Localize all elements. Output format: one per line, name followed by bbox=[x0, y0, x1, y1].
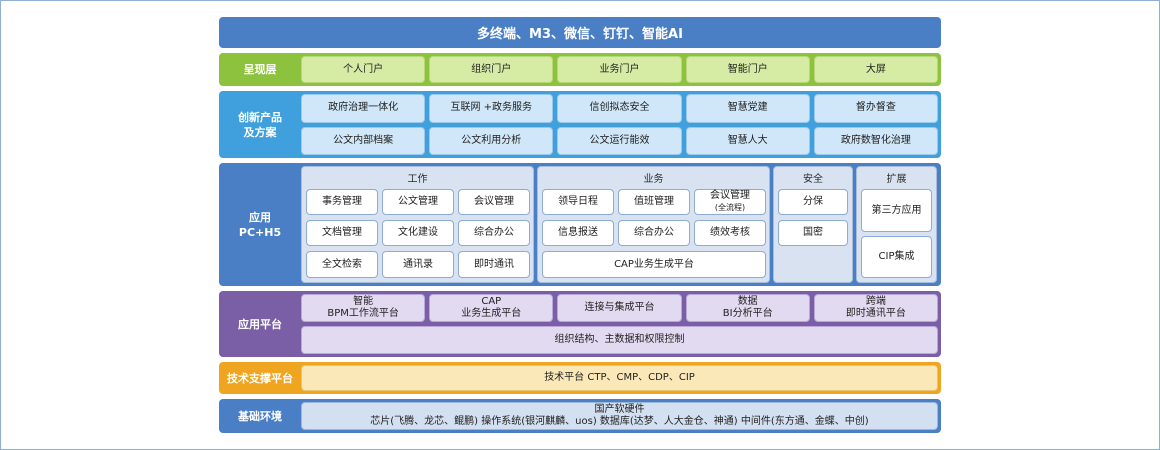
work-item: 即时通讯 bbox=[458, 251, 530, 278]
application-layer: 应用 PC+H5 工作 事务管理 公文管理 会议管理 文档管理 文化建设 综合办… bbox=[219, 163, 941, 286]
portal-organization: 组织门户 bbox=[429, 56, 554, 83]
tech-label: 技术支撑平台 bbox=[227, 371, 293, 385]
innovation-item: 智慧人大 bbox=[685, 126, 810, 155]
innovation-item: 政府数智化治理 bbox=[813, 126, 938, 155]
base-title: 国产软硬件 bbox=[594, 404, 645, 415]
business-item: 领导日程 bbox=[542, 189, 614, 215]
security-title: 安全 bbox=[803, 173, 823, 185]
portal-smart: 智能门户 bbox=[685, 56, 810, 83]
base-detail: 芯片(飞腾、龙芯、鲲鹏) 操作系统(银河麒麟、uos) 数据库(达梦、人大金仓、… bbox=[370, 416, 869, 427]
innovation-item: 智慧党建 bbox=[685, 94, 810, 123]
platform-item: 智能 BPM工作流平台 bbox=[301, 294, 426, 322]
terminals-bar: 多终端、M3、微信、钉钉、智能AI bbox=[219, 17, 941, 48]
innovation-item: 公文内部档案 bbox=[301, 126, 426, 155]
work-title: 工作 bbox=[407, 173, 428, 185]
business-item: 综合办公 bbox=[618, 220, 690, 246]
platform-item: 数据 BI分析平台 bbox=[685, 294, 810, 322]
innovation-item: 公文利用分析 bbox=[429, 126, 554, 155]
business-item: 绩效考核 bbox=[694, 220, 766, 246]
work-item: 公文管理 bbox=[382, 189, 454, 215]
work-item: 综合办公 bbox=[458, 220, 530, 246]
business-group: 业务 领导日程 值班管理 会议管理 (全流程) 信息报送 综合办公 绩效考核 C… bbox=[537, 166, 770, 283]
base-layer: 基础环境 国产软硬件 芯片(飞腾、龙芯、鲲鹏) 操作系统(银河麒麟、uos) 数… bbox=[219, 399, 941, 433]
application-label: 应用 PC+H5 bbox=[238, 210, 282, 239]
base-label: 基础环境 bbox=[238, 409, 282, 423]
work-item: 事务管理 bbox=[306, 189, 378, 215]
portal-personal: 个人门户 bbox=[301, 56, 426, 83]
business-title: 业务 bbox=[643, 173, 664, 185]
work-item: 通讯录 bbox=[382, 251, 454, 278]
work-item: 文化建设 bbox=[382, 220, 454, 246]
innovation-item: 政府治理一体化 bbox=[301, 94, 426, 123]
platform-item: 跨端 即时通讯平台 bbox=[813, 294, 938, 322]
extension-item: 第三方应用 bbox=[861, 189, 932, 232]
innovation-layer: 创新产品 及方案 政府治理一体化 互联网 +政务服务 信创拟态安全 智慧党建 督… bbox=[219, 91, 941, 158]
org-data-permission: 组织结构、主数据和权限控制 bbox=[301, 326, 938, 354]
tech-platforms: 技术平台 CTP、CMP、CDP、CIP bbox=[301, 365, 938, 391]
business-meeting-sub: (全流程) bbox=[714, 203, 746, 212]
work-group: 工作 事务管理 公文管理 会议管理 文档管理 文化建设 综合办公 全文检索 通讯… bbox=[301, 166, 534, 283]
business-meeting: 会议管理 (全流程) bbox=[694, 189, 766, 215]
tech-layer: 技术支撑平台 技术平台 CTP、CMP、CDP、CIP bbox=[219, 362, 941, 394]
platform-label: 应用平台 bbox=[238, 317, 282, 331]
portal-business: 业务门户 bbox=[557, 56, 682, 83]
presentation-label: 呈现层 bbox=[243, 63, 277, 76]
platform-item: CAP 业务生成平台 bbox=[429, 294, 554, 322]
work-item: 文档管理 bbox=[306, 220, 378, 246]
big-screen: 大屏 bbox=[813, 56, 939, 83]
innovation-item: 互联网 +政务服务 bbox=[429, 94, 554, 123]
security-group: 安全 分保 国密 bbox=[773, 166, 853, 283]
cap-platform: CAP业务生成平台 bbox=[542, 251, 766, 278]
business-item: 信息报送 bbox=[542, 220, 614, 246]
presentation-layer: 呈现层 个人门户 组织门户 业务门户 智能门户 大屏 bbox=[219, 53, 941, 86]
work-item: 会议管理 bbox=[458, 189, 530, 215]
platform-item: 连接与集成平台 bbox=[557, 294, 682, 322]
innovation-item: 信创拟态安全 bbox=[557, 94, 682, 123]
extension-title: 扩展 bbox=[886, 173, 907, 185]
platform-layer: 应用平台 智能 BPM工作流平台 CAP 业务生成平台 连接与集成平台 数据 B… bbox=[219, 291, 941, 357]
innovation-item: 督办督查 bbox=[813, 94, 938, 123]
extension-group: 扩展 第三方应用 CIP集成 bbox=[856, 166, 937, 283]
business-meeting-label: 会议管理 bbox=[710, 190, 750, 201]
business-item: 值班管理 bbox=[618, 189, 690, 215]
security-item: 分保 bbox=[778, 189, 848, 215]
extension-item: CIP集成 bbox=[861, 236, 932, 278]
security-item: 国密 bbox=[778, 220, 848, 246]
innovation-label: 创新产品 及方案 bbox=[238, 110, 282, 139]
base-environment: 国产软硬件 芯片(飞腾、龙芯、鲲鹏) 操作系统(银河麒麟、uos) 数据库(达梦… bbox=[301, 402, 938, 430]
work-item: 全文检索 bbox=[306, 251, 378, 278]
innovation-item: 公文运行能效 bbox=[557, 126, 682, 155]
